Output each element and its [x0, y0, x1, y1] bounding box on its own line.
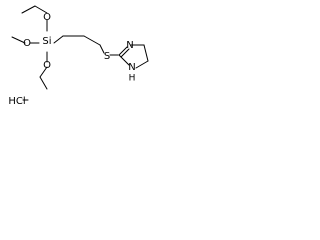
- atom-labels: O O O Si S N N H HCl: [8, 12, 135, 107]
- bond: [135, 60, 149, 69]
- atom-oxygen-top: O: [43, 12, 51, 23]
- hydrochloride-label: HCl: [8, 96, 25, 107]
- atom-nitrogen-ring: N: [126, 40, 133, 51]
- bond: [99, 44, 105, 54]
- bonds: [11, 5, 149, 101]
- chemical-structure: O O O Si S N N H HCl: [8, 5, 149, 107]
- atom-silicon: Si: [42, 36, 51, 47]
- atom-nitrogen-h: N: [128, 62, 135, 73]
- bond: [120, 48, 130, 58]
- bond: [53, 35, 64, 44]
- bond: [34, 5, 48, 14]
- bond: [39, 66, 48, 78]
- bond: [143, 44, 149, 62]
- atom-hydrogen: H: [129, 74, 136, 84]
- bond: [11, 36, 26, 44]
- bond: [39, 76, 48, 90]
- bond: [118, 54, 130, 66]
- bond: [21, 5, 36, 14]
- atom-oxygen-bottom: O: [43, 60, 51, 71]
- bond: [118, 46, 128, 56]
- atom-oxygen-left: O: [23, 38, 31, 49]
- atom-sulfur: S: [104, 51, 110, 62]
- bond: [83, 35, 101, 46]
